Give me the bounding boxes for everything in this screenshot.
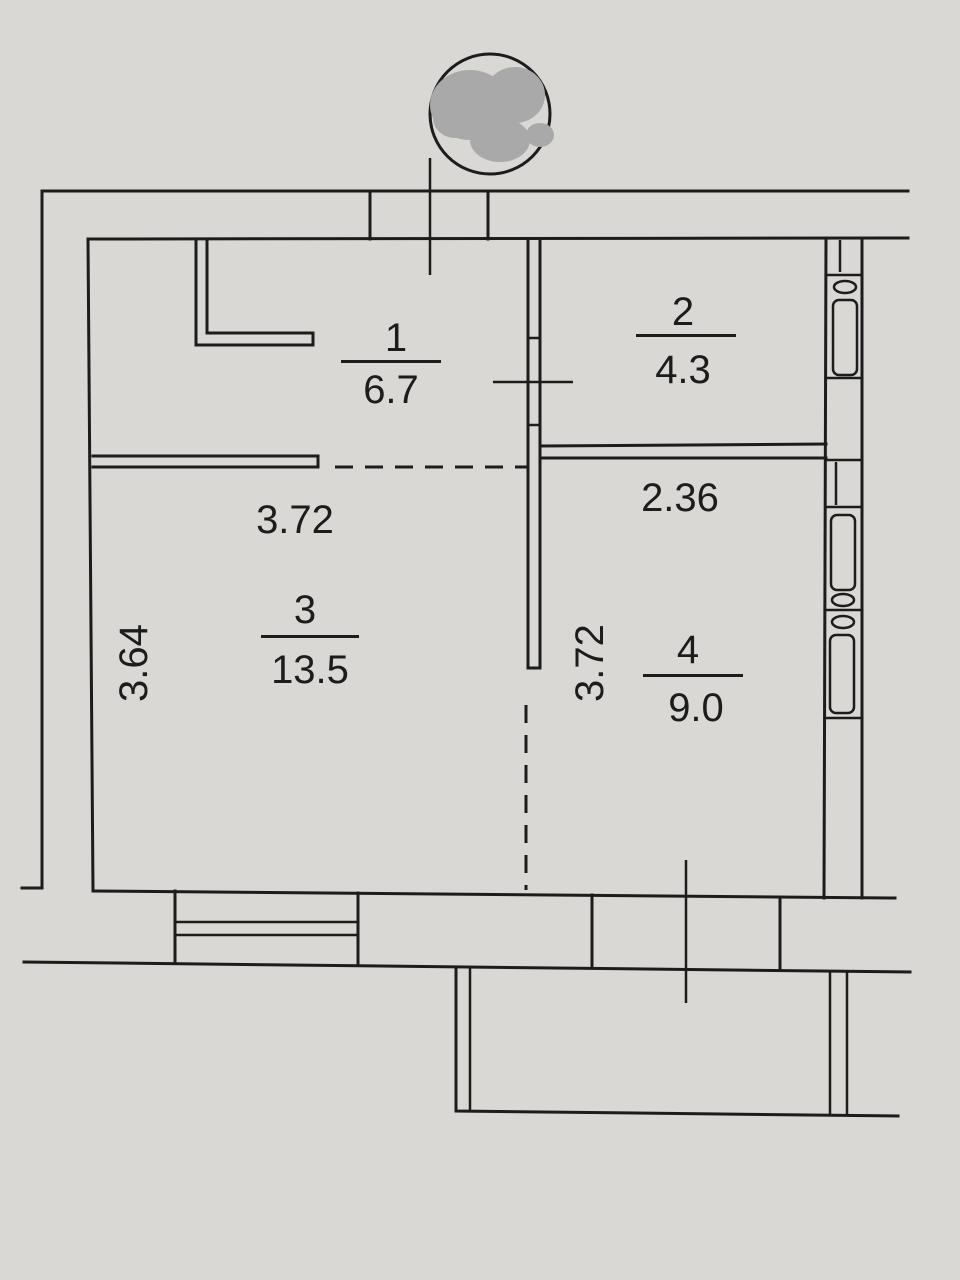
room-3-area: 13.5 [271,648,349,692]
room-3-fraction-line [261,635,359,638]
room-1-area: 6.7 [363,368,419,412]
room-2-area: 4.3 [655,348,711,392]
room-2-fraction-line [636,334,736,337]
room-3-number: 3 [293,588,317,632]
room-1-number: 1 [384,316,408,360]
room-4-area: 9.0 [668,686,724,730]
room-4-height-dimension: 3.72 [568,624,612,702]
interior-walls [91,238,828,890]
room-3-width-dimension: 3.72 [256,498,334,542]
exterior-walls [20,189,912,1118]
room-1-fraction-line [341,360,441,363]
room-4-fraction-line [643,674,743,677]
redacted-marker-circle [428,52,554,176]
room-4-width-dimension: 2.36 [641,476,719,520]
room-4-number: 4 [676,628,700,672]
room-3-height-dimension: 3.64 [112,624,156,702]
room-2-number: 2 [671,290,695,334]
